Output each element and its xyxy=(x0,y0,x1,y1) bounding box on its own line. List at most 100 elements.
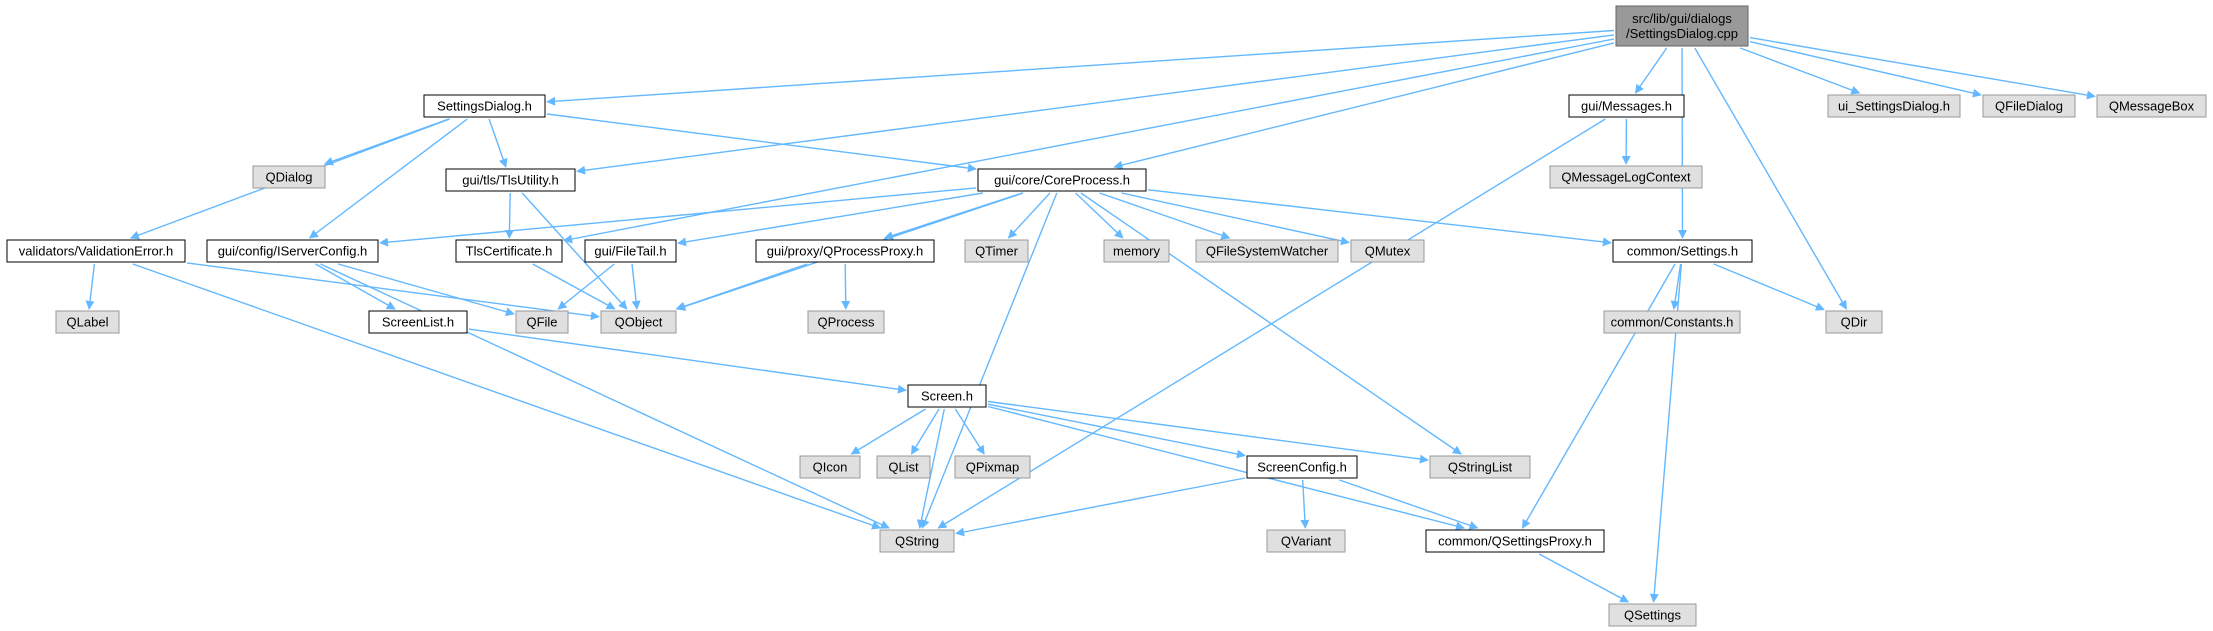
node-qprocess: QProcess xyxy=(807,310,885,334)
node-label: QFile xyxy=(526,315,557,330)
node-box xyxy=(2096,94,2207,118)
node-label: QVariant xyxy=(1281,534,1332,549)
edge-root-to-qdir xyxy=(1694,47,1848,310)
node-coreprocess_h[interactable]: gui/core/CoreProcess.h xyxy=(977,168,1147,192)
edge-screen_h-to-qpixmap xyxy=(954,408,985,455)
node-qsettingsproxy_h[interactable]: common/QSettingsProxy.h xyxy=(1425,529,1605,553)
node-qlist: QList xyxy=(876,455,931,479)
edge-coreprocess_h-to-qfilesystemwatcher xyxy=(1099,192,1231,240)
node-box xyxy=(1982,94,2076,118)
node-qpixmap: QPixmap xyxy=(954,455,1031,479)
node-label: common/QSettingsProxy.h xyxy=(1438,534,1592,549)
node-qdir: QDir xyxy=(1825,310,1883,334)
node-tlscertificate_h[interactable]: TlsCertificate.h xyxy=(455,239,563,263)
edge-validationerror_h-to-qobject xyxy=(186,262,600,321)
node-label: Screen.h xyxy=(921,389,973,404)
node-root[interactable]: src/lib/gui/dialogs/SettingsDialog.cpp xyxy=(1615,5,1749,47)
node-qfilesystemwatcher: QFileSystemWatcher xyxy=(1195,239,1339,263)
node-qtimer: QTimer xyxy=(964,239,1029,263)
edge-coreprocess_h-to-settings_h xyxy=(1147,189,1612,247)
node-messages_h[interactable]: gui/Messages.h xyxy=(1568,94,1685,118)
node-box xyxy=(584,239,677,263)
edge-root-to-tlsutility_h xyxy=(576,34,1615,175)
node-screenlist_h[interactable]: ScreenList.h xyxy=(368,310,468,334)
node-label: /SettingsDialog.cpp xyxy=(1626,26,1738,41)
node-box xyxy=(977,168,1147,192)
node-label: QMutex xyxy=(1365,244,1411,259)
node-label: gui/FileTail.h xyxy=(594,244,666,259)
node-qstring: QString xyxy=(879,529,955,553)
node-box xyxy=(1350,239,1425,263)
edge-screenconfig_h-to-qvariant xyxy=(1300,479,1310,529)
node-qstringlist: QStringList xyxy=(1429,455,1531,479)
edge-screenconfig_h-to-qstring xyxy=(955,477,1246,537)
node-box xyxy=(600,310,677,334)
edge-qprocessproxy_h-to-qprocess xyxy=(841,263,851,310)
node-ui_settingsdialog_h: ui_SettingsDialog.h xyxy=(1827,94,1961,118)
node-label: QMessageBox xyxy=(2109,99,2195,114)
node-box xyxy=(1549,165,1703,189)
node-qmessagelogcontext: QMessageLogContext xyxy=(1549,165,1703,189)
node-box xyxy=(515,310,569,334)
node-box xyxy=(879,529,955,553)
node-qfile: QFile xyxy=(515,310,569,334)
node-label: gui/config/IServerConfig.h xyxy=(218,244,368,259)
node-label: common/Settings.h xyxy=(1627,244,1738,259)
node-box xyxy=(964,239,1029,263)
edge-root-to-coreprocess_h xyxy=(1113,42,1615,170)
node-label: QPixmap xyxy=(966,460,1019,475)
node-iserverconfig_h[interactable]: gui/config/IServerConfig.h xyxy=(206,239,379,263)
node-box xyxy=(1429,455,1531,479)
edge-screen_h-to-qsettingsproxy_h xyxy=(987,405,1465,531)
node-label: QObject xyxy=(615,315,663,330)
node-label: gui/core/CoreProcess.h xyxy=(994,173,1130,188)
node-box xyxy=(1246,455,1358,479)
edge-iserverconfig_h-to-qfile xyxy=(338,263,515,317)
node-label: SettingsDialog.h xyxy=(437,99,532,114)
node-label: gui/tls/TlsUtility.h xyxy=(462,173,559,188)
edge-root-to-settings_h xyxy=(1677,47,1687,239)
node-screen_h[interactable]: Screen.h xyxy=(907,384,987,408)
node-qmutex: QMutex xyxy=(1350,239,1425,263)
node-box xyxy=(1568,94,1685,118)
edge-screenlist_h-to-screen_h xyxy=(468,328,907,394)
node-label: QLabel xyxy=(67,315,109,330)
edge-settingsdialog_h-to-iserverconfig_h xyxy=(308,118,468,239)
node-label: QStringList xyxy=(1448,460,1513,475)
edge-coreprocess_h-to-qstringlist xyxy=(1080,192,1462,455)
edge-screen_h-to-qicon xyxy=(850,408,926,455)
node-box xyxy=(1608,603,1697,627)
edge-root-to-qfiledialog xyxy=(1749,41,1982,98)
node-qprocessproxy_h[interactable]: gui/proxy/QProcessProxy.h xyxy=(755,239,935,263)
edge-qprocessproxy_h-to-qobject xyxy=(675,263,808,311)
node-label: TlsCertificate.h xyxy=(466,244,553,259)
node-settings_h[interactable]: common/Settings.h xyxy=(1612,239,1753,263)
edge-settingsdialog_h-to-coreprocess_h xyxy=(546,113,977,173)
node-tlsutility_h[interactable]: gui/tls/TlsUtility.h xyxy=(445,168,576,192)
edge-settings_h-to-constants_h xyxy=(1670,263,1682,310)
node-screenconfig_h[interactable]: ScreenConfig.h xyxy=(1246,455,1358,479)
edge-coreprocess_h-to-qstring xyxy=(921,192,1058,529)
node-label: QDir xyxy=(1841,315,1868,330)
edge-settings_h-to-qsettingsproxy_h xyxy=(1521,263,1676,529)
node-box xyxy=(423,94,546,118)
node-label: QSettings xyxy=(1624,608,1682,623)
node-box xyxy=(1195,239,1339,263)
node-label: QList xyxy=(888,460,919,475)
node-box xyxy=(876,455,931,479)
node-label: common/Constants.h xyxy=(1611,315,1734,330)
node-qsettings: QSettings xyxy=(1608,603,1697,627)
node-qlabel: QLabel xyxy=(55,310,120,334)
node-box xyxy=(1612,239,1753,263)
node-settingsdialog_h[interactable]: SettingsDialog.h xyxy=(423,94,546,118)
node-label: memory xyxy=(1113,244,1160,259)
node-validationerror_h[interactable]: validators/ValidationError.h xyxy=(6,239,186,263)
edge-iserverconfig_h-to-screenlist_h xyxy=(315,263,396,310)
node-label: QIcon xyxy=(813,460,848,475)
node-box xyxy=(1825,310,1883,334)
edge-tlsutility_h-to-qobject xyxy=(521,192,628,310)
node-memory: memory xyxy=(1103,239,1170,263)
node-box xyxy=(1425,529,1605,553)
node-filetail_h[interactable]: gui/FileTail.h xyxy=(584,239,677,263)
